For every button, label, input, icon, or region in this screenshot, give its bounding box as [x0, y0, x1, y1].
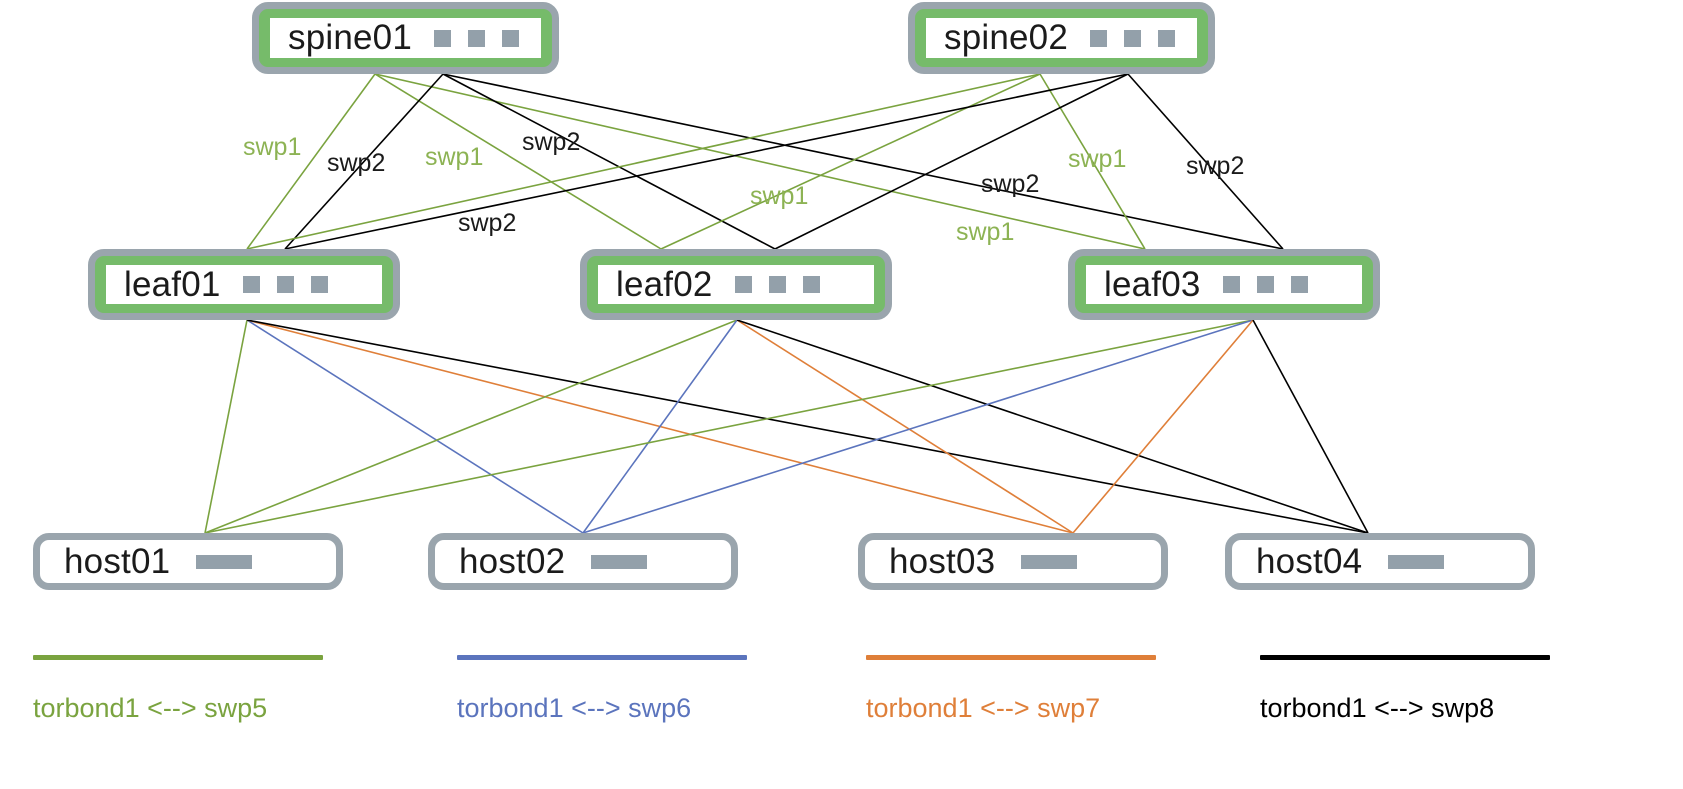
link-leaf03-host02	[582, 319, 1254, 534]
node-leaf02[interactable]: leaf02	[580, 249, 892, 320]
port-indicator-icon	[502, 29, 520, 47]
node-leaf03[interactable]: leaf03	[1068, 249, 1380, 320]
host-nic-icon	[591, 554, 648, 569]
port-indicator-icon	[734, 276, 752, 293]
legend-swatch-3	[1260, 655, 1550, 660]
spine01-ports	[434, 29, 520, 47]
edge-label-swp2-6: swp2	[981, 170, 1040, 198]
leaf02-label: leaf02	[616, 264, 713, 304]
node-host01[interactable]: host01	[33, 533, 343, 590]
legend-swatch-0	[33, 655, 323, 660]
port-indicator-icon	[434, 29, 452, 47]
port-indicator-icon	[310, 276, 328, 293]
leaf03-ports	[1222, 276, 1308, 293]
spine02-label: spine02	[944, 18, 1069, 57]
leaf02-ports	[734, 276, 820, 293]
link-leaf01-host03	[246, 319, 1074, 534]
spine01-body: spine01	[270, 18, 541, 58]
leaf02-body: leaf02	[598, 265, 874, 304]
node-host04[interactable]: host04	[1225, 533, 1535, 590]
legend-item-0: torbond1 <--> swp5	[33, 655, 323, 724]
link-leaf02-host03	[736, 319, 1074, 534]
leaf03-body: leaf03	[1086, 265, 1362, 304]
edge-label-swp1-9: swp1	[956, 218, 1015, 246]
legend-label-3: torbond1 <--> swp8	[1260, 693, 1495, 723]
link-leaf03-host03	[1072, 319, 1254, 534]
edge-label-swp1-5: swp1	[750, 182, 809, 210]
host03-label: host03	[889, 541, 996, 581]
link-leaf02-host01	[204, 319, 738, 534]
host01-label: host01	[64, 541, 171, 581]
link-spine01-leaf03-b	[442, 73, 1284, 250]
node-host03[interactable]: host03	[858, 533, 1168, 590]
leaf01-body: leaf01	[106, 265, 382, 304]
host04-label: host04	[1256, 541, 1363, 581]
edge-label-swp1-0: swp1	[243, 133, 302, 161]
link-leaf01-host01	[204, 319, 248, 534]
host02-label: host02	[459, 541, 566, 581]
host-nic-icon	[1388, 554, 1445, 569]
legend-item-3: torbond1 <--> swp8	[1260, 655, 1550, 724]
link-leaf01-host04	[246, 319, 1369, 534]
leaf01-label: leaf01	[124, 264, 221, 304]
link-leaf02-host02	[582, 319, 738, 534]
port-indicator-icon	[1222, 276, 1240, 293]
node-host02[interactable]: host02	[428, 533, 738, 590]
link-leaf01-host02	[246, 319, 584, 534]
edge-label-swp2-1: swp2	[327, 149, 386, 177]
port-indicator-icon	[1290, 276, 1308, 293]
link-spine01-leaf02	[374, 73, 662, 250]
spine02-body: spine02	[926, 18, 1197, 58]
leaf02-downlinks	[204, 319, 1369, 534]
port-indicator-icon	[768, 276, 786, 293]
link-leaf03-host04	[1252, 319, 1369, 534]
legend-swatch-2	[866, 655, 1156, 660]
spine01-uplinks	[246, 73, 1284, 250]
host-nic-icon	[196, 554, 253, 569]
legend-item-1: torbond1 <--> swp6	[457, 655, 747, 724]
legend-item-2: torbond1 <--> swp7	[866, 655, 1156, 724]
port-indicator-icon	[276, 276, 294, 293]
port-indicator-icon	[1124, 29, 1142, 47]
port-indicator-icon	[802, 276, 820, 293]
node-spine01[interactable]: spine01	[252, 2, 559, 74]
node-leaf01[interactable]: leaf01	[88, 249, 400, 320]
link-leaf02-host04	[736, 319, 1369, 534]
port-indicator-icon	[242, 276, 260, 293]
spine02-ports	[1090, 29, 1176, 47]
leaf03-downlinks	[204, 319, 1369, 534]
legend-label-0: torbond1 <--> swp5	[33, 693, 268, 723]
legend-label-1: torbond1 <--> swp6	[457, 693, 692, 723]
port-indicator-icon	[1158, 29, 1176, 47]
port-indicator-icon	[1090, 29, 1108, 47]
edge-label-swp1-7: swp1	[1068, 145, 1127, 173]
edge-label-swp2-4: swp2	[458, 209, 517, 237]
legend-swatch-1	[457, 655, 747, 660]
link-leaf03-host01	[204, 319, 1254, 534]
edge-label-swp2-3: swp2	[522, 128, 581, 156]
leaf01-ports	[242, 276, 328, 293]
leaf01-downlinks	[204, 319, 1369, 534]
spine01-label: spine01	[288, 18, 413, 57]
legend-label-2: torbond1 <--> swp7	[866, 693, 1101, 723]
edge-label-swp2-8: swp2	[1186, 152, 1245, 180]
port-indicator-icon	[468, 29, 486, 47]
host-nic-icon	[1021, 554, 1078, 569]
leaf03-label: leaf03	[1104, 264, 1201, 304]
node-spine02[interactable]: spine02	[908, 2, 1215, 74]
edge-label-swp1-2: swp1	[425, 143, 484, 171]
port-indicator-icon	[1256, 276, 1274, 293]
spine02-uplinks	[246, 73, 1284, 250]
